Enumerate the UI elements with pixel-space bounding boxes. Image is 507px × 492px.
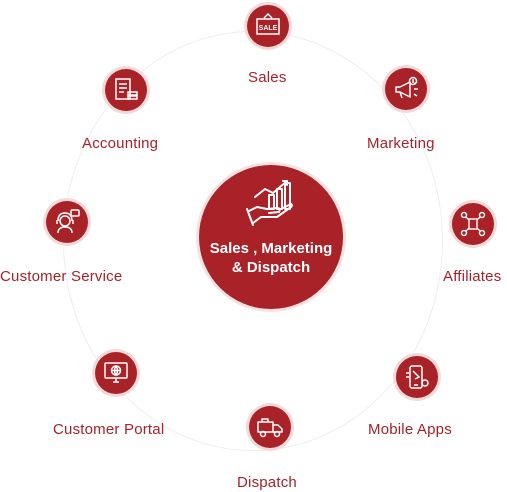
node-dispatch[interactable] xyxy=(249,406,291,448)
center-title-line1: Sales , Marketing xyxy=(209,240,333,257)
label-sales: Sales xyxy=(248,69,287,86)
node-accounting[interactable] xyxy=(105,69,147,111)
network-icon xyxy=(460,211,486,237)
node-customer-service[interactable] xyxy=(46,201,88,243)
label-affiliates: Affiliates xyxy=(443,268,502,285)
label-marketing: Marketing xyxy=(367,135,435,152)
label-accounting: Accounting xyxy=(82,135,159,152)
monitor-globe-icon xyxy=(104,362,128,383)
mobile-app-icon xyxy=(406,365,429,389)
headset-agent-icon xyxy=(56,209,80,234)
sale-sign-icon: SALE xyxy=(256,12,280,35)
center-title: Sales , Marketing & Dispatch xyxy=(210,239,333,277)
label-customer-portal: Customer Portal xyxy=(53,421,165,438)
node-sales[interactable]: SALE xyxy=(247,5,289,47)
node-mobile-apps[interactable] xyxy=(396,356,438,398)
invoice-icon xyxy=(115,78,138,100)
center-title-line2: & Dispatch xyxy=(231,259,311,276)
chart-hand-icon xyxy=(246,180,293,226)
label-dispatch: Dispatch xyxy=(237,474,297,491)
label-customer-service: Customer Service xyxy=(0,268,123,285)
node-marketing[interactable] xyxy=(385,68,427,110)
label-mobile-apps: Mobile Apps xyxy=(368,421,452,438)
megaphone-icon xyxy=(395,76,418,99)
node-customer-portal[interactable] xyxy=(95,352,137,394)
center-hub: Sales , Marketing & Dispatch xyxy=(199,165,343,309)
node-affiliates[interactable] xyxy=(452,203,494,245)
truck-icon xyxy=(257,418,283,438)
sale-badge-text: SALE xyxy=(259,25,278,32)
